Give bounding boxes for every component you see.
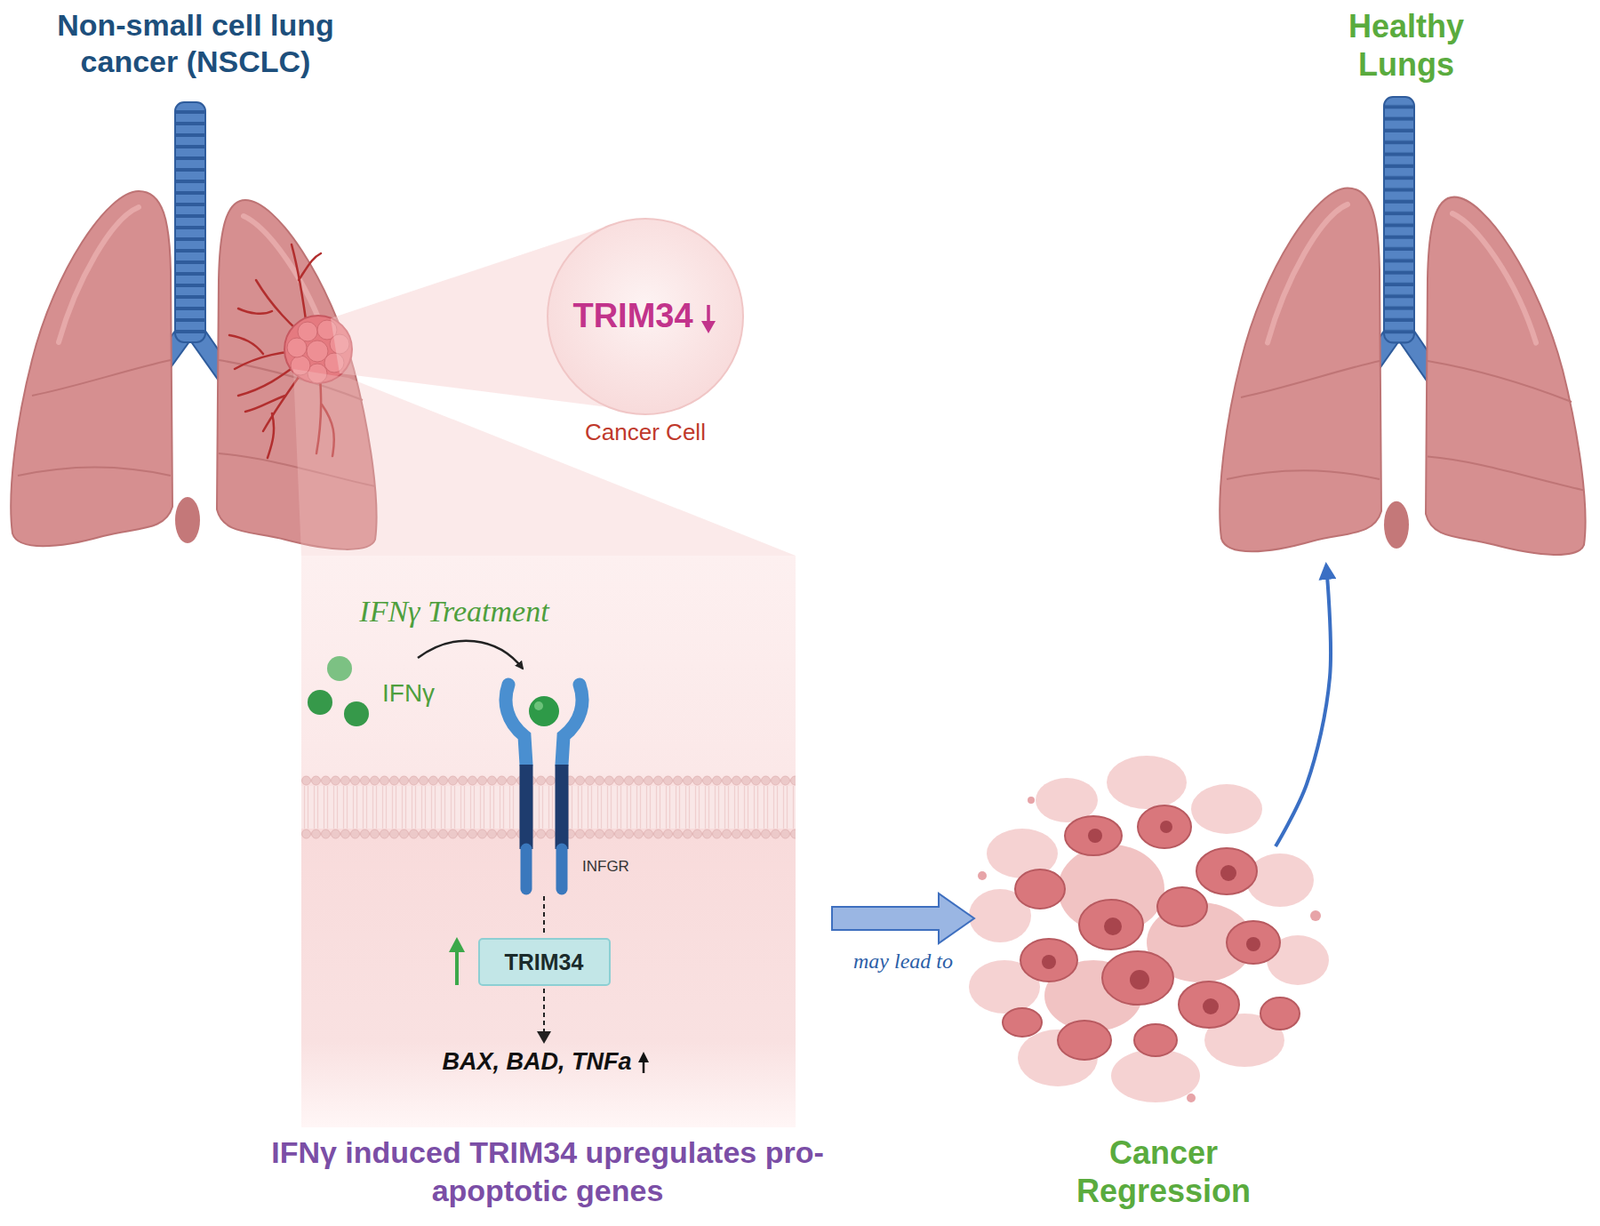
label-holder: BAX, BAD, TNFa: [368, 1047, 724, 1076]
faded-cell: [1246, 853, 1314, 907]
cell-nucleus: [1160, 820, 1173, 833]
ifn-molecule: [327, 656, 352, 681]
dying-cell: [1226, 920, 1280, 964]
membrane-heads: [301, 828, 796, 840]
label-holder: INFGR: [582, 857, 672, 876]
blood-vessel: [238, 308, 272, 314]
increase-arrow: [455, 949, 459, 985]
figure-title: Healthy Lungs: [1317, 7, 1496, 84]
cell-nucleus: [1246, 936, 1261, 952]
molecule-label: IFNγ: [382, 678, 489, 709]
tumour-cell: [287, 337, 307, 358]
increase-arrow: [448, 936, 465, 952]
lung-figure: Non-small cell lung cancer (NSCLC): [0, 7, 392, 556]
zoom-wedge: [293, 368, 796, 556]
blood-vessel: [267, 413, 274, 458]
ifn-molecule: [344, 701, 369, 727]
dying-cell: [1137, 805, 1192, 848]
signal-arrowhead: [536, 1031, 552, 1044]
tumour-regression: Cancer Regression: [977, 848, 1350, 1218]
receptor-chain: [555, 764, 569, 849]
gene-label: TRIM34: [504, 948, 584, 976]
blood-vessel: [229, 335, 264, 354]
cell-label: Cancer Cell: [512, 418, 778, 447]
receptor-label: INFGR: [582, 857, 672, 876]
faded-cell: [1106, 755, 1187, 809]
panel-caption: IFNγ induced TRIM34 upregulates pro-apop…: [266, 1133, 829, 1209]
receptor-chain: [520, 764, 534, 849]
receptor-chain: [505, 684, 527, 765]
cell-debris: [977, 871, 987, 880]
gene-list: BAX, BAD, TNFa: [368, 1047, 724, 1076]
arrow-shaft: [641, 1060, 645, 1073]
arrow-symbol: [698, 303, 719, 334]
block-arrow: [832, 893, 975, 944]
dying-cell: [1079, 899, 1144, 950]
dying-cell: [1178, 981, 1240, 1028]
tumour-cell: [306, 340, 328, 362]
zoom-panel: IFNγ TreatmentIFNγ induced TRIM34 upregu…: [266, 555, 829, 1218]
treatment-label: IFNγ Treatment: [266, 593, 642, 631]
arrow-head: [638, 1051, 649, 1063]
signal-line: [543, 896, 545, 934]
edge-label: may lead to: [814, 948, 992, 975]
dying-cell: [1057, 1020, 1112, 1060]
curved-arrow: [1275, 565, 1331, 847]
label-holder: may lead to: [814, 948, 992, 975]
outcome-label: Cancer Regression: [1048, 1133, 1280, 1210]
regressing-tumour: [968, 755, 1329, 1103]
dying-cell: [1020, 938, 1078, 982]
cell-nucleus: [1088, 828, 1103, 843]
bound-ifn-highlight: [534, 701, 544, 711]
dying-cell: [1260, 997, 1300, 1030]
receptor-chain: [561, 684, 583, 765]
receptor-chain: [556, 848, 568, 889]
healthy-lungs-figure: [1219, 96, 1585, 555]
blood-vessel: [245, 395, 286, 412]
dying-cell: [1157, 887, 1208, 927]
dying-cell: [1002, 1008, 1042, 1037]
arrow-head: [701, 320, 716, 334]
cell-nucleus: [1104, 917, 1122, 936]
dying-cell: [1134, 1024, 1177, 1056]
cell-nucleus: [1220, 864, 1237, 881]
membrane-heads: [301, 775, 796, 786]
gene-label: TRIM34: [548, 296, 743, 337]
gene-box: TRIM34: [478, 937, 611, 986]
healthy-lungs: Healthy Lungs: [1219, 7, 1593, 562]
zoom-panel-ground: [301, 555, 796, 1128]
signal-line: [543, 988, 545, 1033]
cell-nucleus: [1129, 969, 1150, 990]
ifn-molecule: [307, 689, 333, 715]
binding-arrow: [417, 640, 523, 669]
receptor-chain: [520, 848, 533, 889]
dying-cell: [1196, 848, 1257, 895]
arrow-symbol: [637, 1051, 650, 1075]
faded-cell: [1191, 784, 1263, 834]
cell-debris: [1027, 796, 1035, 804]
cell-nucleus: [1202, 998, 1219, 1015]
cell-nucleus: [1041, 954, 1056, 969]
bound-ifn: [528, 696, 560, 727]
dying-cell: [1102, 951, 1174, 1005]
membrane-tails: [301, 785, 796, 829]
cell-debris: [1186, 1093, 1196, 1103]
figure-title: Non-small cell lung cancer (NSCLC): [8, 7, 383, 81]
dying-cell: [1015, 869, 1065, 909]
dying-cell: [1064, 816, 1122, 856]
label-holder: IFNγ: [382, 678, 489, 709]
blood-vessel: [298, 253, 321, 280]
cancer-cell: TRIM34Cancer Cell: [546, 217, 744, 416]
cell-debris: [1310, 910, 1321, 921]
